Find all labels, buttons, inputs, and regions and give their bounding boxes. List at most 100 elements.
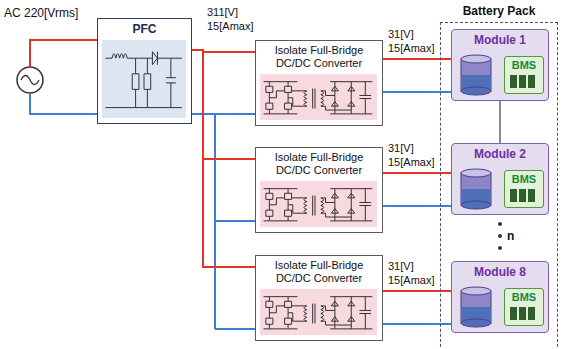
cell-bottom — [461, 319, 491, 327]
circuit-stroke — [359, 189, 371, 221]
cell-bottom — [461, 87, 491, 95]
converter-box: Isolate Full-Bridge DC/DC Converter — [255, 147, 383, 233]
source-label: AC 220[Vrms] — [4, 6, 78, 20]
switch-symbol — [132, 74, 139, 90]
negative-bus-wire — [192, 113, 255, 115]
battery-pack-region: Battery PackModule 1BMSModule 2BMSModule… — [440, 22, 558, 349]
circuit-stroke — [152, 52, 157, 65]
output-current: 15[Amax] — [388, 274, 434, 286]
cell-top — [461, 169, 491, 177]
converter-box: Isolate Full-Bridge DC/DC Converter — [255, 255, 383, 341]
bms-board: BMS — [504, 170, 544, 208]
bms-board: BMS — [504, 288, 544, 326]
ac-line-wire — [30, 40, 97, 67]
circuit-stroke — [166, 58, 176, 107]
bms-board-illustration — [508, 306, 539, 321]
circuit-ground — [102, 40, 186, 118]
negative-bus-wire — [215, 220, 255, 222]
chip-symbol — [528, 75, 535, 88]
circuit-stroke — [331, 86, 354, 106]
module-box: Module 1 BMS — [451, 29, 549, 101]
circuit-stroke — [321, 91, 324, 106]
battery-cell-illustration — [457, 283, 497, 329]
bus-current: 15[Amax] — [207, 20, 253, 32]
chip-symbol — [528, 189, 535, 202]
battery-cell-illustration — [457, 51, 497, 97]
circuit-stroke — [331, 193, 354, 213]
switch-symbol — [266, 301, 273, 307]
cell-body — [461, 291, 491, 323]
negative-output-wire — [383, 323, 452, 325]
continuation-dot — [498, 222, 502, 226]
circuit-stroke — [330, 189, 372, 221]
circuit-stroke — [321, 198, 351, 217]
circuit-stroke — [304, 91, 307, 106]
cell-top — [461, 55, 491, 63]
circuit-stroke — [321, 198, 324, 213]
output-voltage: 31[V] — [388, 28, 414, 40]
node-label: Module 8 — [452, 262, 548, 279]
bms-board: BMS — [504, 56, 544, 94]
node-label: Module 1 — [452, 30, 548, 47]
module-box: Module 8 BMS — [451, 261, 549, 333]
node-label: PFC — [98, 19, 191, 36]
sine-symbol — [21, 76, 39, 85]
node-label: Isolate Full-Bridge DC/DC Converter — [256, 148, 382, 176]
negative-output-wire — [383, 91, 452, 93]
ac-neutral-wire — [30, 93, 97, 114]
switch-symbol — [285, 301, 292, 307]
battery-cell-illustration — [457, 165, 497, 211]
switch-symbol — [266, 103, 273, 109]
bms-board-illustration — [508, 188, 539, 203]
output-voltage: 31[V] — [388, 142, 414, 154]
switch-symbol — [144, 74, 151, 90]
node-label: Isolate Full-Bridge DC/DC Converter — [256, 256, 382, 284]
chip-symbol — [510, 75, 517, 88]
circuit-stroke — [105, 107, 181, 108]
positive-bus-wire — [192, 50, 255, 159]
circuit-stroke — [112, 54, 127, 59]
module-link — [499, 101, 501, 143]
module-count: n — [507, 229, 514, 243]
circuit-stroke — [359, 82, 371, 114]
cell-top — [461, 287, 491, 295]
circuit-ground — [260, 181, 377, 227]
switch-symbol — [285, 210, 292, 216]
circuit-stroke — [359, 297, 371, 329]
node-label: Isolate Full-Bridge DC/DC Converter — [256, 41, 382, 69]
switch-symbol — [266, 318, 273, 324]
region-heading: Battery Pack — [441, 4, 557, 18]
circuit-stroke — [330, 297, 372, 329]
output-current: 15[Amax] — [388, 42, 434, 54]
circuit-stroke — [321, 306, 351, 325]
module-box: Module 2 BMS — [451, 143, 549, 215]
chip-symbol — [519, 189, 526, 202]
switch-symbol — [285, 86, 292, 92]
switch-symbol — [266, 210, 273, 216]
chip-symbol — [510, 189, 517, 202]
output-voltage: 31[V] — [388, 260, 414, 272]
node-label: BMS — [505, 57, 543, 71]
circuit-stroke — [105, 58, 181, 59]
chip-symbol — [519, 75, 526, 88]
circuit-stroke — [321, 306, 324, 321]
node-label: Module 2 — [452, 144, 548, 161]
circuit-stroke — [313, 196, 315, 216]
circuit-stroke — [313, 89, 315, 109]
chip-symbol — [528, 307, 535, 320]
switch-symbol — [285, 318, 292, 324]
converter-circuit-illustration — [260, 181, 377, 227]
circuit-stroke — [330, 82, 372, 114]
circuit-stroke — [304, 198, 307, 213]
positive-bus-wire — [192, 50, 255, 267]
chip-symbol — [510, 307, 517, 320]
cell-body — [461, 59, 491, 91]
circuit-stroke — [321, 91, 351, 110]
cell-bottom — [461, 201, 491, 209]
negative-bus-wire — [215, 328, 255, 330]
circuit-stroke — [331, 301, 354, 321]
pfc-box: PFC — [97, 18, 192, 124]
negative-output-wire — [383, 205, 452, 207]
circuit-stroke — [304, 306, 307, 321]
